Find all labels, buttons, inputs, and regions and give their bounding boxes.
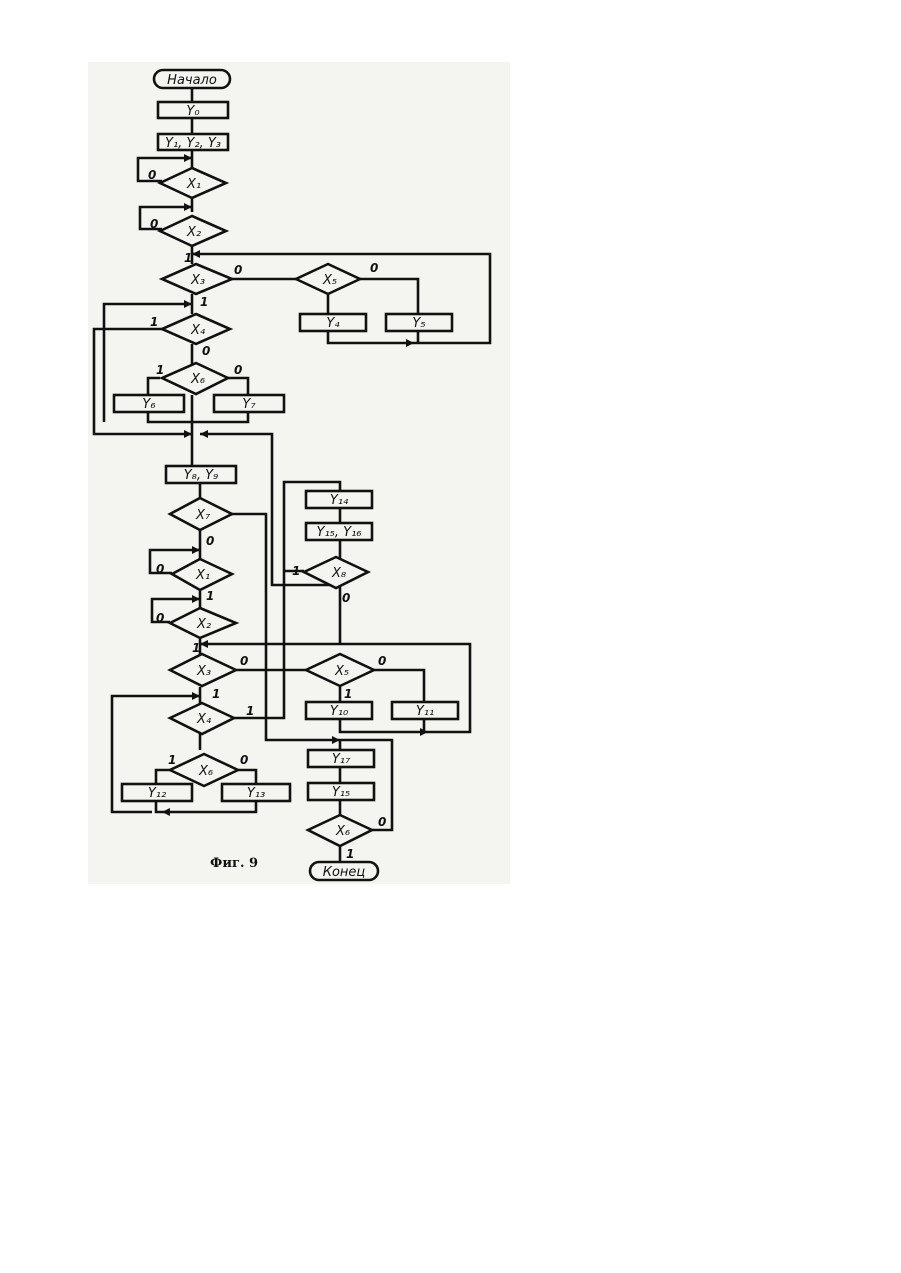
x5-zero-label: 0 (370, 261, 378, 275)
y13-label: Y₁₃ (247, 786, 265, 801)
x8-one-label: 1 (292, 564, 300, 578)
x6-zero-label: 0 (234, 363, 242, 377)
y11-label: Y₁₁ (416, 704, 434, 719)
x7-label: X₇ (195, 508, 211, 523)
x6c-zero-label: 0 (378, 815, 386, 829)
x6b-label: X₆ (198, 764, 213, 779)
flowchart-diagram: Начало Y₀ Y₁, Y₂, Y₃ X₁ X₂ X₃ X₅ Y₄ Y₅ X… (88, 62, 510, 884)
x6c-one-label: 1 (346, 847, 354, 861)
x3-one-label: 1 (200, 295, 208, 309)
y7-label: Y₇ (242, 397, 256, 412)
start-label: Начало (167, 73, 217, 88)
y1y2y3-label: Y₁, Y₂, Y₃ (165, 136, 221, 151)
y4-label: Y₄ (326, 316, 340, 331)
x4-label: X₄ (190, 323, 206, 338)
end-label: Конец (323, 865, 366, 880)
x4b-one-label: 1 (246, 704, 254, 718)
x2-zero-label: 0 (150, 217, 158, 231)
x3-in-one-label: 1 (184, 251, 192, 265)
x2b-one-label: 1 (192, 641, 200, 655)
x3-zero-label: 0 (234, 263, 242, 277)
y6-label: Y₆ (142, 397, 155, 412)
y8y9-label: Y₈, Y₉ (184, 468, 219, 483)
x8-label: X₈ (331, 566, 346, 581)
x3-label: X₃ (190, 273, 205, 288)
x6-one-label: 1 (156, 363, 164, 377)
x6-label: X₆ (190, 372, 205, 387)
y12-label: Y₁₂ (148, 786, 166, 801)
figure-caption: Фиг. 9 (210, 856, 258, 871)
x7-zero-label: 0 (206, 534, 214, 548)
x2-label: X₂ (186, 225, 201, 240)
x5b-one-label: 1 (344, 687, 352, 701)
y14-label: Y₁₄ (330, 493, 349, 508)
x3b-one-label: 1 (212, 687, 220, 701)
x8-zero-label: 0 (342, 591, 350, 605)
x1-zero-label: 0 (148, 168, 156, 182)
y18-label: Y₁₅ (332, 785, 350, 800)
x2b-label: X₂ (196, 617, 211, 632)
x1b-label: X₁ (195, 568, 210, 583)
x5b-label: X₅ (334, 664, 349, 679)
x4-one-label: 1 (150, 315, 158, 329)
y10-label: Y₁₀ (330, 704, 349, 719)
flow-nodes: Начало Y₀ Y₁, Y₂, Y₃ X₁ X₂ X₃ X₅ Y₄ Y₅ X… (114, 70, 458, 880)
x6c-label: X₆ (335, 824, 350, 839)
y15y16-label: Y₁₅, Y₁₆ (317, 525, 362, 540)
x2b-zero-label: 0 (156, 611, 164, 625)
x4-zero-label: 0 (202, 344, 210, 358)
x5-label: X₅ (322, 273, 337, 288)
x1b-zero-label: 0 (156, 562, 164, 576)
x5b-zero-label: 0 (378, 654, 386, 668)
x4b-label: X₄ (196, 712, 212, 727)
y5-label: Y₅ (412, 316, 425, 331)
connectors (94, 87, 490, 862)
y0-label: Y₀ (186, 104, 200, 119)
y17-label: Y₁₇ (332, 752, 351, 767)
x3b-zero-label: 0 (240, 654, 248, 668)
x1b-one-label: 1 (206, 589, 214, 603)
x6b-zero-label: 0 (240, 753, 248, 767)
x6b-one-label: 1 (168, 753, 176, 767)
flowchart-figure: Начало Y₀ Y₁, Y₂, Y₃ X₁ X₂ X₃ X₅ Y₄ Y₅ X… (88, 62, 510, 884)
x1-label: X₁ (186, 177, 201, 192)
x3b-label: X₃ (196, 664, 211, 679)
